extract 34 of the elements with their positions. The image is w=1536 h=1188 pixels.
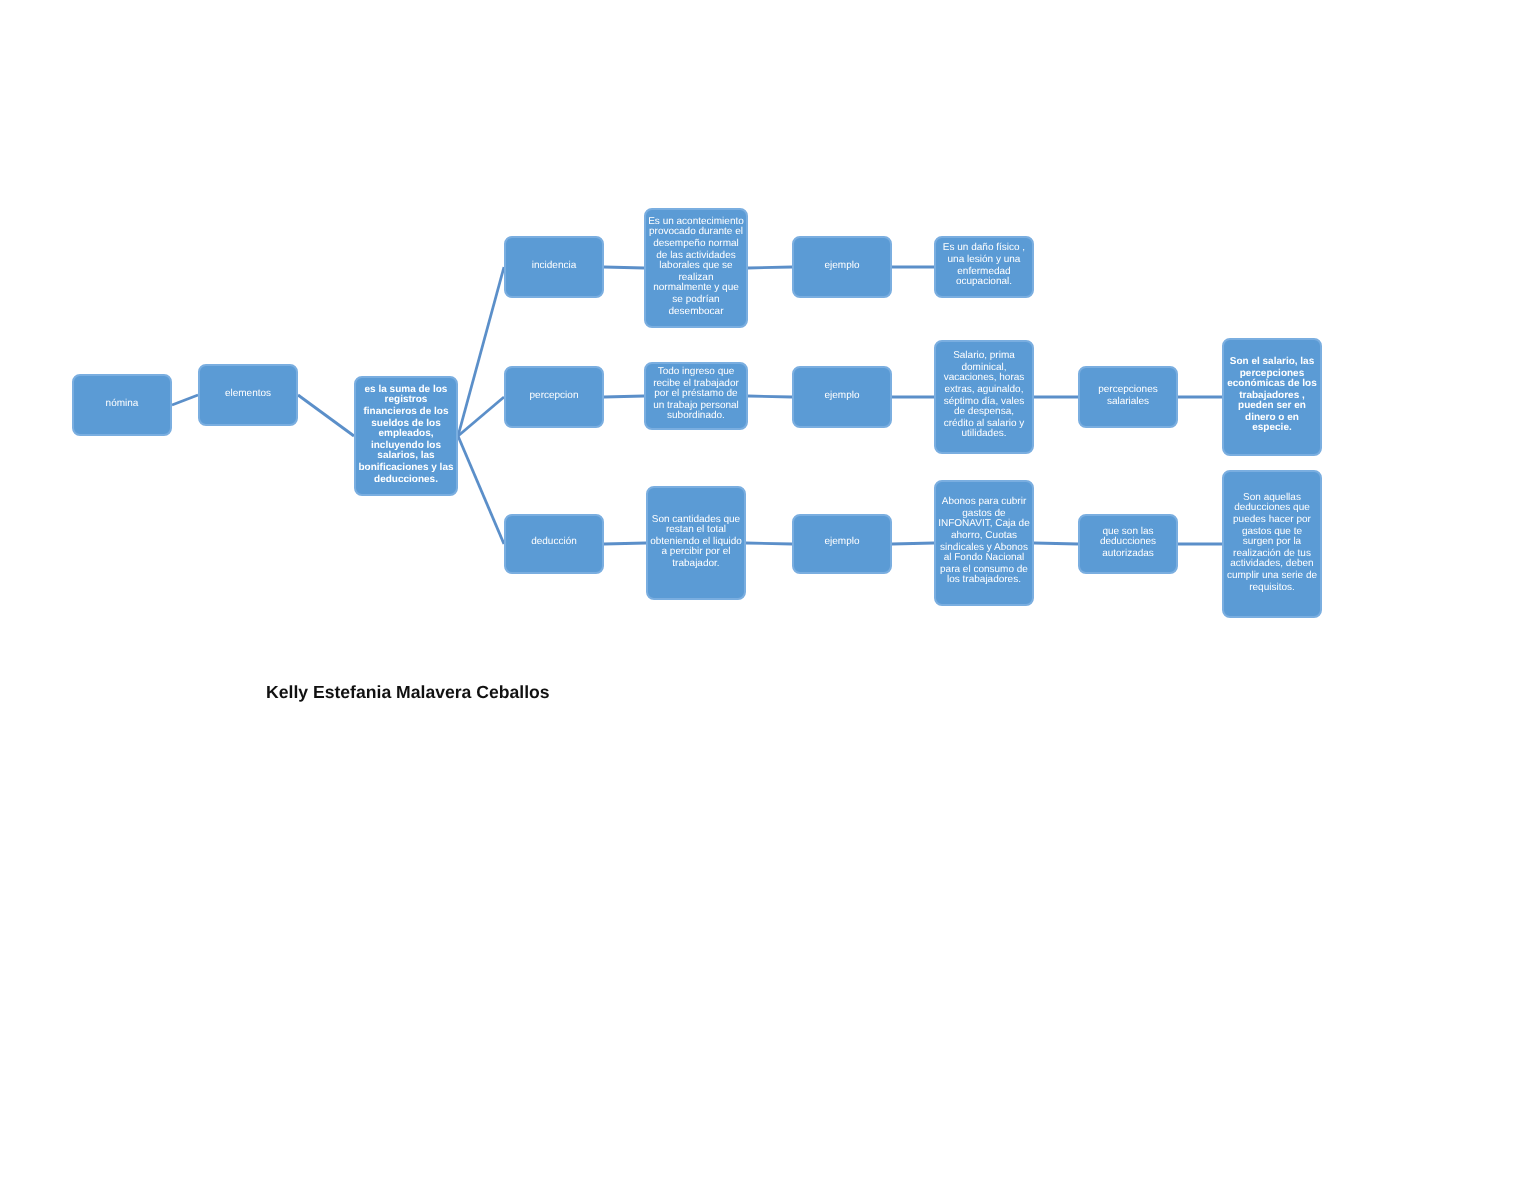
connector-line — [747, 265, 793, 270]
connector-line — [297, 393, 355, 438]
process-box — [504, 366, 604, 428]
connector-line — [745, 541, 793, 546]
process-box — [504, 236, 604, 298]
connector-line — [603, 265, 645, 270]
connector-line — [456, 266, 506, 437]
author-name: Kelly Estefania Malavera Ceballos — [266, 682, 550, 702]
connector-line — [171, 393, 199, 407]
connector-line — [892, 265, 934, 269]
connector-line — [603, 394, 645, 399]
process-box — [792, 366, 892, 428]
connector-line — [1178, 542, 1222, 546]
connector-line — [1178, 395, 1222, 399]
process-box — [792, 236, 892, 298]
process-box — [934, 480, 1034, 606]
process-box — [504, 514, 604, 574]
process-box — [72, 374, 172, 436]
process-box — [646, 486, 746, 600]
process-box — [198, 364, 298, 426]
process-box — [1222, 470, 1322, 618]
connector-line — [456, 435, 506, 545]
process-box — [1222, 338, 1322, 456]
process-box — [1078, 514, 1178, 574]
connector-line — [892, 395, 934, 399]
process-box — [792, 514, 892, 574]
connector-line — [603, 541, 647, 546]
connector-line — [457, 395, 505, 438]
connector-line — [1033, 541, 1079, 546]
connector-line — [1034, 395, 1078, 399]
connector-line — [891, 541, 935, 546]
process-box — [934, 340, 1034, 454]
connector-line — [747, 394, 793, 399]
process-box — [1078, 366, 1178, 428]
